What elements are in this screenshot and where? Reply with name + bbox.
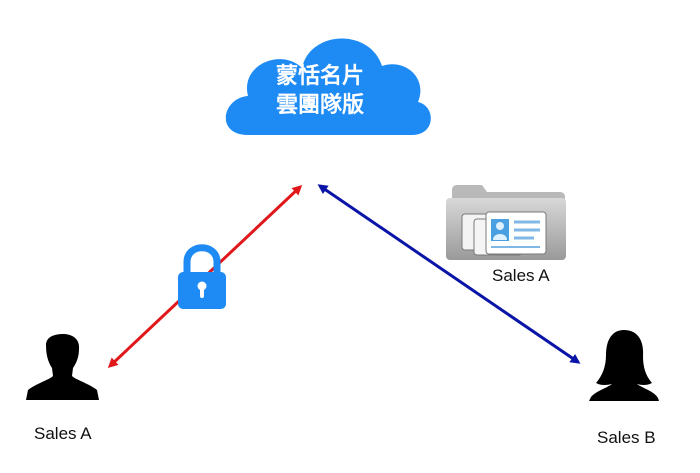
person-a-icon xyxy=(26,334,99,400)
business-card-icon xyxy=(461,211,547,256)
cloud-title-line1: 蒙恬名片 xyxy=(276,63,364,89)
card-folder-icon xyxy=(446,185,566,260)
cloud-title-line2: 雲團隊版 xyxy=(276,92,364,118)
folder-owner-label: Sales A xyxy=(492,266,550,285)
sales-b-label: Sales B xyxy=(597,428,656,447)
person-b-icon xyxy=(589,330,659,401)
sales-a-label: Sales A xyxy=(34,424,92,443)
lock-icon xyxy=(178,244,226,309)
cloud-icon xyxy=(225,38,431,136)
share-link-arrow xyxy=(317,184,581,364)
